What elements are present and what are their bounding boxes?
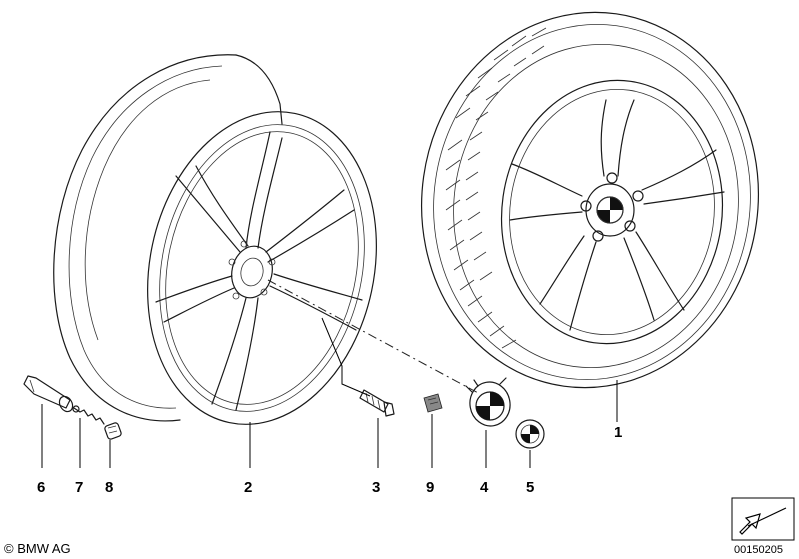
callout-9: 9 — [426, 479, 434, 496]
leader-lines — [41, 380, 618, 468]
balance-weight[interactable] — [423, 393, 443, 413]
callout-7: 7 — [75, 479, 83, 496]
callout-3: 3 — [372, 479, 380, 496]
valve-cap[interactable] — [104, 422, 122, 440]
tyre-tread — [445, 27, 547, 349]
valve-stem[interactable] — [23, 375, 75, 414]
diagram-code: 00150205 — [734, 544, 783, 556]
callout-4: 4 — [480, 479, 489, 496]
complete-wheel-with-tyre[interactable] — [397, 0, 782, 410]
hub-cap[interactable] — [465, 377, 514, 429]
axis-centerline — [267, 279, 481, 395]
valve-insert[interactable] — [72, 405, 105, 425]
arrow-icon[interactable] — [731, 497, 795, 541]
callout-5: 5 — [526, 479, 534, 496]
alloy-wheel-rim[interactable] — [53, 54, 405, 446]
callout-2: 2 — [244, 479, 252, 496]
callout-1: 1 — [614, 424, 622, 441]
bolt-guide-line — [321, 317, 371, 397]
callout-6: 6 — [37, 479, 45, 496]
bmw-emblem[interactable] — [515, 419, 545, 449]
callout-8: 8 — [105, 479, 113, 496]
copyright-label: © BMW AG — [4, 541, 71, 556]
